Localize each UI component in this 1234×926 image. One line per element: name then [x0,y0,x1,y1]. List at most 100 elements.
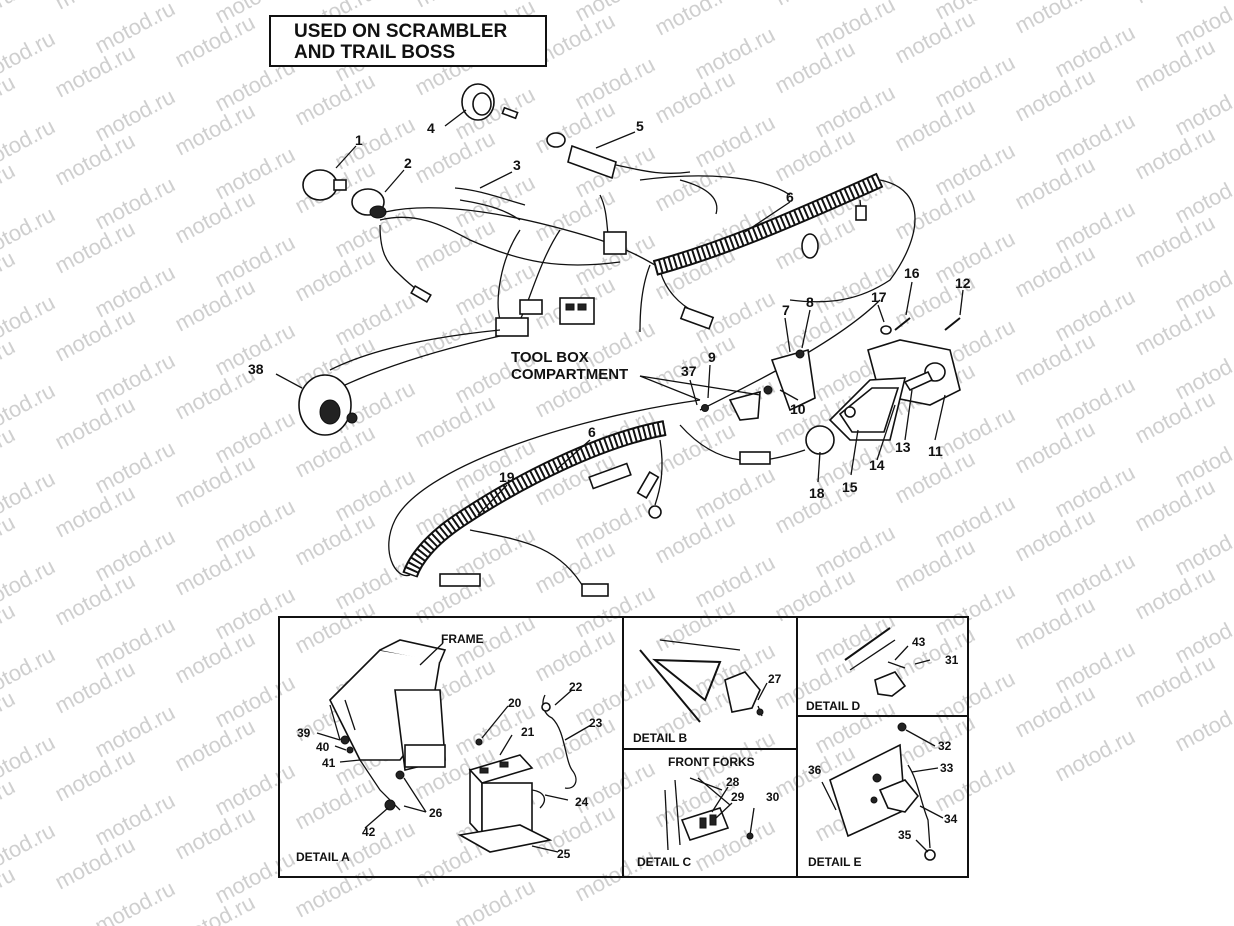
watermark-text: motod.ru [1131,122,1219,185]
watermark-text: motod.ru [811,80,899,143]
watermark-text: motod.ru [1011,592,1099,655]
watermark-text: motod.ru [91,0,179,58]
taillight-assembly [828,317,961,441]
watermark-text: motod.ru [0,686,19,749]
detail-e: 32 33 34 35 36 DETAIL E [808,722,958,869]
part-label-43: 43 [912,635,926,649]
watermark-text: motod.ru [931,666,1019,729]
part-label-8: 8 [806,294,814,310]
watermark-text: motod.ru [171,450,259,513]
lower-harness-conduit [402,420,667,578]
watermark-text: motod.ru [51,216,139,279]
watermark-text: motod.ru [0,422,19,485]
watermark-text: motod.ru [571,844,659,907]
watermark-text: motod.ru [691,22,779,85]
upper-harness-conduit [652,172,884,276]
watermark-text: motod.ru [1051,372,1139,435]
part-label-4: 4 [427,120,435,136]
watermark-text: motod.ru [931,490,1019,553]
watermark-text: motod.ru [291,244,379,307]
watermark-text: motod.ru [931,226,1019,289]
part-label-12: 12 [955,275,971,291]
watermark-text: motod.ru [91,172,179,235]
watermark-text: motod.ru [651,506,739,569]
part-label-28: 28 [726,775,740,789]
watermark-text: motod.ru [91,700,179,763]
part-label-5: 5 [636,118,644,134]
part-label-2: 2 [404,155,412,171]
watermark-text: motod.ru [171,538,259,601]
part-label-27: 27 [768,672,782,686]
watermark-text: motod.ru [171,802,259,865]
watermark-text: motod.ru [1051,724,1139,787]
part-label-25: 25 [557,847,571,861]
headlight-bulb [302,169,347,201]
part-label-18: 18 [809,485,825,501]
watermark-text: motod.ru [451,82,539,145]
watermark-text: motod.ru [211,406,299,469]
watermark-text: motod.ru [1131,386,1219,449]
part-label-20: 20 [508,696,522,710]
main-harness [275,83,964,597]
watermark-text: motod.ru [1131,34,1219,97]
part-label-36: 36 [808,763,822,777]
part-label-10: 10 [790,401,806,417]
watermark-text: motod.ru [91,436,179,499]
part-label-35: 35 [898,828,912,842]
watermark-text: motod.ru [331,288,419,351]
part-label-15: 15 [842,479,858,495]
watermark-text: motod.ru [651,594,739,657]
watermark-text: motod.ru [1131,474,1219,537]
header-line2: AND TRAIL BOSS [294,42,455,63]
watermark-text: motod.ru [891,622,979,685]
part-label-40: 40 [316,740,330,754]
watermark-text: motod.ru [0,334,19,397]
watermark-text: motod.ru [771,0,859,10]
watermark-text: motod.ru [571,52,659,115]
watermark-text: motod.ru [1051,460,1139,523]
watermark-text: motod.ru [0,598,19,661]
watermark-text: motod.ru [171,10,259,73]
handlebar-switch [298,374,358,436]
part-label-37: 37 [681,363,697,379]
watermark-text: motod.ru [0,774,19,837]
watermark-text: motod.ru [51,304,139,367]
detail-a-label: DETAIL A [296,850,350,864]
watermark-text: motod.ru [811,256,899,319]
watermark-text: motod.ru [571,492,659,555]
ignition-switch [546,132,691,180]
watermark-text: motod.ru [51,832,139,895]
part-label-9: 9 [708,349,716,365]
detail-b-label: DETAIL B [633,731,688,745]
grommet-ring [461,83,519,121]
part-label-29: 29 [731,790,745,804]
front-forks-callout: FRONT FORKS [668,755,755,769]
watermark-text: motod.ru [1011,64,1099,127]
watermark-text: motod.ru [331,464,419,527]
detail-c-label: DETAIL C [637,855,692,869]
watermark-text: motod.ru [291,508,379,571]
part-label-32: 32 [938,739,952,753]
detail-d: 43 31 DETAIL D [806,627,959,713]
part-label-1: 1 [355,132,363,148]
part-label-39: 39 [297,726,311,740]
watermark-text: motod.ru [1131,650,1219,713]
header-box: USED ON SCRAMBLER AND TRAIL BOSS [269,15,547,67]
watermark-text: motod.ru [291,860,379,923]
watermark-text: motod.ru [0,70,19,133]
part-label-17: 17 [871,289,887,305]
watermark-text: motod.ru [211,230,299,293]
watermark-text: motod.ru [171,362,259,425]
watermark-text: motod.ru [891,6,979,69]
part-label-23: 23 [589,716,603,730]
watermark-text: motod.ru [51,744,139,807]
watermark-text: motod.ru [1011,0,1099,38]
watermark-text: motod.ru [51,392,139,455]
watermark-text: motod.ru [531,712,619,775]
watermark-text: motod.ru [171,98,259,161]
part-label-42: 42 [362,825,376,839]
watermark-text: motod.ru [651,0,739,40]
watermark-text: motod.ru [91,788,179,851]
watermark-text: motod.ru [891,534,979,597]
watermark-text: motod.ru [91,612,179,675]
